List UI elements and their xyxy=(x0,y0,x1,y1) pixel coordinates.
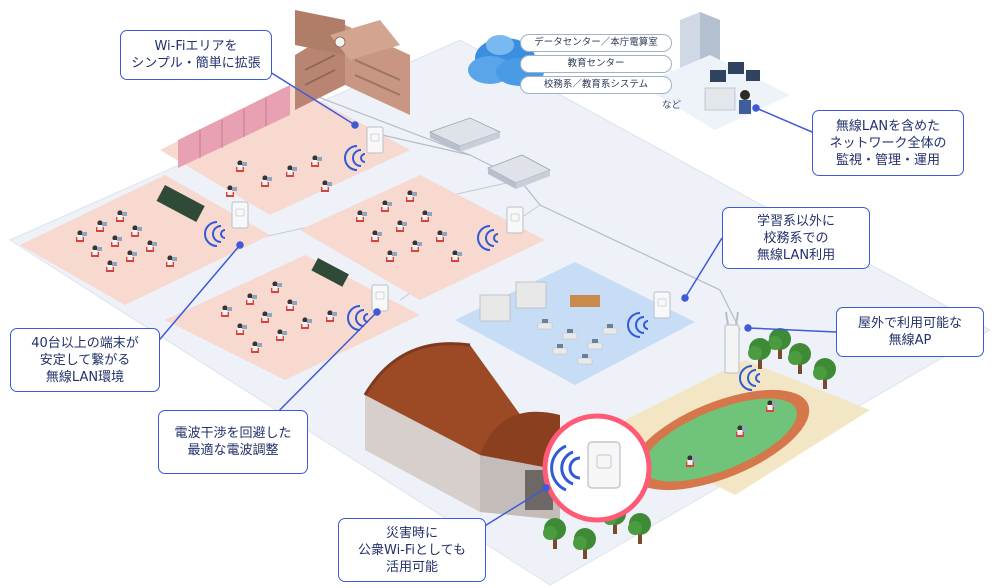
school-building xyxy=(295,10,410,115)
network-cabling xyxy=(299,89,741,331)
callout-line: 最適な電波調整 xyxy=(187,443,279,458)
callout-monitoring: 無線LANを含めた ネットワーク全体の 監視・管理・運用 xyxy=(812,110,964,176)
callout-line: 電波干渉を回避した xyxy=(174,426,292,441)
cloud-etc-label: など xyxy=(662,100,682,111)
callout-line: 校務系での xyxy=(763,230,829,246)
callout-line: 無線AP xyxy=(888,333,932,348)
callout-line: 災害時に xyxy=(385,525,438,541)
running-track xyxy=(630,389,810,491)
callout-forty-devices: 40台以上の端末が 安定して繋がる 無線LAN環境 xyxy=(10,328,160,392)
callout-disaster: 災害時に 公衆Wi-Fiとしても 活用可能 xyxy=(338,518,486,582)
callout-line: 無線LAN利用 xyxy=(756,247,836,263)
network-switch-1 xyxy=(428,117,502,152)
staff-room xyxy=(455,262,695,385)
classroom-center xyxy=(300,175,545,300)
access-point-icon xyxy=(231,201,249,229)
access-point-icon xyxy=(653,291,671,319)
access-point-icon xyxy=(366,126,384,154)
callout-admin-wlan: 学習系以外に 校務系での 無線LAN利用 xyxy=(722,207,870,269)
outdoor-access-point xyxy=(724,311,740,374)
callout-line: 公衆Wi-Fiとしても xyxy=(358,542,466,558)
magnified-access-point xyxy=(542,413,652,523)
callout-line: 活用可能 xyxy=(385,559,438,575)
callout-line: 監視・管理・運用 xyxy=(835,152,940,168)
access-point-icon xyxy=(506,206,524,234)
callout-line: 屋外で利用可能な xyxy=(857,316,962,331)
callout-line: 無線LAN環境 xyxy=(45,369,125,385)
gymnasium xyxy=(363,342,560,520)
bookshelves xyxy=(178,85,290,168)
callout-line: シンプル・簡単に拡張 xyxy=(131,56,261,71)
callout-wifi-area: Wi-Fiエリアを シンプル・簡単に拡張 xyxy=(120,30,272,80)
callout-line: 無線LANを含めた xyxy=(835,118,941,134)
classroom-left xyxy=(20,175,270,305)
callout-line: 安定して繋がる xyxy=(39,352,131,368)
callout-interference: 電波干渉を回避した 最適な電波調整 xyxy=(158,410,308,474)
library-room xyxy=(160,85,410,215)
callout-line: 40台以上の端末が xyxy=(31,335,139,351)
cloud-destination-item: 校務系／教育系システム xyxy=(520,76,672,94)
callout-line: Wi-Fiエリアを xyxy=(154,39,238,54)
callout-line: 学習系以外に xyxy=(756,213,835,229)
classroom-bottom xyxy=(165,255,420,380)
cloud-destination-item: 教育センター xyxy=(520,55,672,73)
network-switch-2 xyxy=(487,154,551,189)
callout-line: ネットワーク全体の xyxy=(829,135,947,151)
callout-outdoor-ap: 屋外で利用可能な 無線AP xyxy=(836,307,984,357)
monitoring-desk xyxy=(704,62,760,114)
access-point-icon xyxy=(371,284,389,312)
cloud-destination-item: データセンター／本庁電算室 xyxy=(520,34,672,52)
